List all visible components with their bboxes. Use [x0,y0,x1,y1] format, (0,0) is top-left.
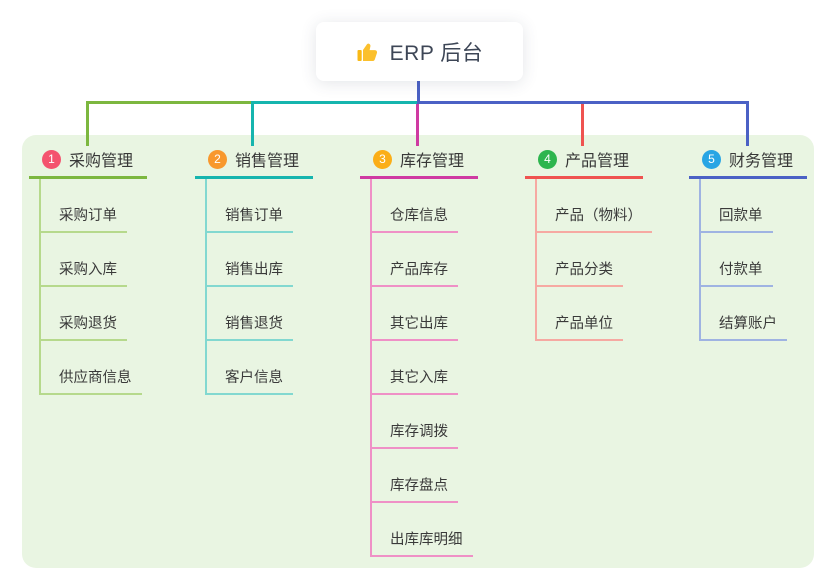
branch-3-label: 库存管理 [400,153,465,170]
branch-2-item[interactable]: 销售订单 [207,179,293,233]
branch-4-label: 产品管理 [565,153,630,170]
branch-3-item[interactable]: 其它出库 [372,287,458,341]
connector-branch-4-vertical [581,104,584,146]
branch-5-item[interactable]: 回款单 [701,179,773,233]
branch-4-item[interactable]: 产品分类 [537,233,623,287]
branch-1-item[interactable]: 采购入库 [41,233,127,287]
branch-4-item[interactable]: 产品（物料） [537,179,652,233]
connector-root-stem [417,81,420,104]
branch-4-title[interactable]: 4 产品管理 [525,146,644,179]
branch-4-item[interactable]: 产品单位 [537,287,623,341]
root-title: ERP 后台 [389,41,484,65]
branch-2-items: 销售订单销售出库销售退货客户信息 [205,179,293,395]
branch-4: 4 产品管理产品（物料）产品分类产品单位 [525,146,652,341]
branch-3-item[interactable]: 库存调拨 [372,395,458,449]
branch-1-title[interactable]: 1 采购管理 [29,146,148,179]
connector-branch-5-vertical [746,101,749,146]
branch-2: 2 销售管理销售订单销售出库销售退货客户信息 [195,146,314,395]
branch-5-item[interactable]: 付款单 [701,233,773,287]
branch-3-title[interactable]: 3 库存管理 [360,146,479,179]
branch-3-item[interactable]: 出库库明细 [372,503,473,557]
branch-2-label: 销售管理 [235,153,300,170]
branch-3-item[interactable]: 产品库存 [372,233,458,287]
connector-branch-3-vertical [416,104,419,146]
branch-1-items: 采购订单采购入库采购退货供应商信息 [39,179,142,395]
branch-5-number-badge: 5 [702,149,721,169]
branch-2-number-badge: 2 [208,149,227,169]
branch-2-title[interactable]: 2 销售管理 [195,146,314,179]
branch-2-item[interactable]: 销售出库 [207,233,293,287]
branch-5-items: 回款单付款单结算账户 [699,179,787,341]
branch-1: 1 采购管理采购订单采购入库采购退货供应商信息 [29,146,148,395]
branch-5-label: 财务管理 [729,153,794,170]
branch-5-item[interactable]: 结算账户 [701,287,787,341]
branch-1-item[interactable]: 采购订单 [41,179,127,233]
branch-5-title[interactable]: 5 财务管理 [689,146,808,179]
thumbs-up-icon [356,40,380,64]
connector-branch-1-vertical [86,101,89,146]
branch-1-number-badge: 1 [42,149,61,169]
branch-3-items: 仓库信息产品库存其它出库其它入库库存调拨库存盘点出库库明细 [370,179,473,557]
branches-panel [22,135,814,568]
connector-branch-2-horizontal [251,101,419,104]
branch-1-item[interactable]: 供应商信息 [41,341,142,395]
branch-4-number-badge: 4 [538,149,557,169]
branch-3-item[interactable]: 其它入库 [372,341,458,395]
branch-3-item[interactable]: 库存盘点 [372,449,458,503]
branch-2-item[interactable]: 销售退货 [207,287,293,341]
branch-1-label: 采购管理 [69,153,134,170]
branch-3-number-badge: 3 [373,149,392,169]
branch-3-item[interactable]: 仓库信息 [372,179,458,233]
branch-3: 3 库存管理仓库信息产品库存其它出库其它入库库存调拨库存盘点出库库明细 [360,146,479,557]
branch-2-item[interactable]: 客户信息 [207,341,293,395]
branch-4-items: 产品（物料）产品分类产品单位 [535,179,652,341]
connector-branch-2-vertical [251,101,254,146]
branch-1-item[interactable]: 采购退货 [41,287,127,341]
branch-5: 5 财务管理回款单付款单结算账户 [689,146,808,341]
root-node[interactable]: ERP 后台 [316,22,523,81]
connector-branch-5-horizontal [417,101,749,104]
